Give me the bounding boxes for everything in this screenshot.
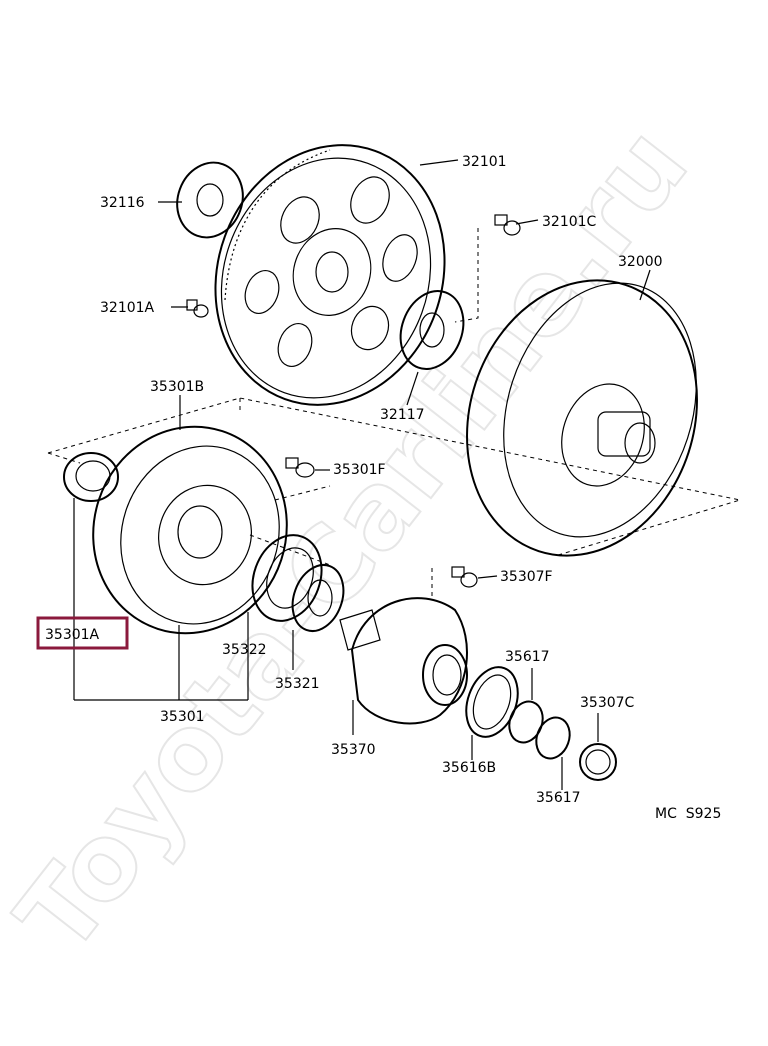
bolt-35307F: [451, 566, 478, 588]
label-35301F[interactable]: 35301F: [333, 462, 386, 478]
label-32117[interactable]: 32117: [380, 407, 425, 423]
flywheel-32101: [214, 144, 446, 406]
label-35301[interactable]: 35301: [160, 709, 205, 725]
bolt-32101A: [186, 299, 209, 318]
label-32101C[interactable]: 32101C: [542, 214, 597, 230]
label-32000[interactable]: 32000: [618, 254, 663, 270]
label-35321[interactable]: 35321: [275, 676, 320, 692]
leader-lines: [73, 159, 651, 790]
plate-32117: [399, 290, 465, 370]
label-35307F[interactable]: 35307F: [500, 569, 553, 585]
oil-seal-35301A: [63, 452, 119, 502]
ring-35307C: [579, 743, 617, 781]
label-35301B[interactable]: 35301B: [150, 379, 204, 395]
bolt-32101C: [494, 214, 521, 236]
plate-32116: [176, 161, 244, 239]
label-35307C[interactable]: 35307C: [580, 695, 635, 711]
label-35322[interactable]: 35322: [222, 642, 267, 658]
label-35617-a[interactable]: 35617: [505, 649, 550, 665]
seal-ring-35617-a: [508, 700, 544, 744]
stator-support-35370: [339, 597, 468, 725]
seal-ring-35617-b: [535, 716, 571, 760]
drive-gear-35321: [291, 564, 345, 632]
label-32116[interactable]: 32116: [100, 195, 145, 211]
bolt-35301F: [285, 457, 315, 478]
label-35370[interactable]: 35370: [331, 742, 376, 758]
label-35617-b[interactable]: 35617: [536, 790, 581, 806]
highlight-box: [36, 616, 129, 650]
label-35616B[interactable]: 35616B: [442, 760, 496, 776]
torque-converter-32000: [466, 279, 698, 557]
label-35301A[interactable]: 35301A: [45, 627, 100, 643]
label-32101[interactable]: 32101: [462, 154, 507, 170]
label-32101A[interactable]: 32101A: [100, 300, 155, 316]
diagram-code: MC S925: [655, 806, 721, 822]
